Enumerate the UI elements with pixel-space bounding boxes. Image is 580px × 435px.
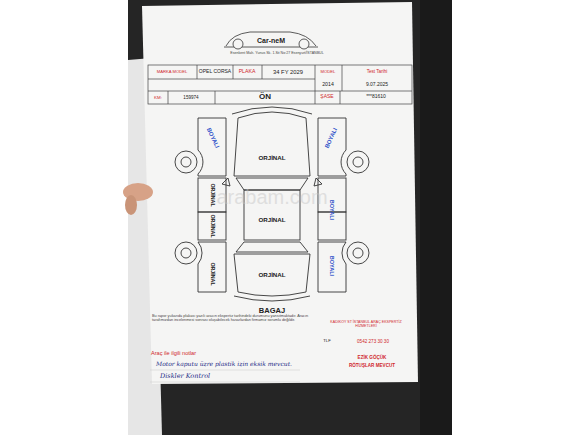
watermark: arabam.com [216,186,327,208]
field-value: 2014 [322,82,334,88]
part-status: ORJİNAL [209,183,215,206]
note-rules [150,370,300,382]
car-left-side [198,212,226,240]
info-table [148,79,315,80]
info-table [315,65,316,104]
field-value: 34 FY 2029 [273,69,303,75]
car-body-outline [234,296,310,301]
part-status: ORJİNAL [258,217,285,224]
info-table [148,65,412,104]
logo-emblem [224,32,318,49]
report-paper [142,2,418,384]
info-table [233,65,234,79]
car-body-outline [234,254,310,296]
hand [123,183,153,215]
note-rules [150,382,300,383]
section-heading: ÖN [259,93,271,102]
notes-heading: Araç ile ilgili notlar [151,350,196,356]
car-right-side [353,157,363,167]
disclaimer-text: Bu rapor yukarıda plakası yazılı aracın … [152,314,312,322]
car-left-side [175,242,197,264]
car-body-outline [236,242,308,252]
field-name: KM: [154,96,162,101]
car-left-side [181,248,191,258]
stamp-text: RÖTUŞLAR MEVCUT [349,363,395,368]
car-body-outline [234,112,310,176]
field-value: 9.07.2025 [366,82,388,88]
field-name: PLAKA [239,69,256,75]
part-status: BOYALI [329,256,335,276]
car-left-side [181,157,191,167]
car-right-side [347,242,369,264]
car-right-side [347,151,369,173]
photo-background [128,0,452,435]
part-status: BOYALI [329,200,335,220]
info-table [148,65,412,104]
info-table [262,65,263,79]
car-left-side [198,118,226,176]
info-table [197,65,198,79]
car-right-side [318,118,346,176]
field-value: ***81610 [366,94,386,100]
note-rules [150,370,300,371]
hand [125,195,137,215]
info-table [168,91,169,104]
report-paper [142,2,418,384]
field-name: Test Tarihi [367,69,388,74]
info-table [342,65,343,91]
field-name: MARKA MODEL [157,70,188,75]
field-name: MODEL [321,70,336,75]
stamp-text: KADIKÖY ST İSTANBUL ARAÇ EKSPERTİZ HİZME… [322,321,410,329]
photo-background [128,0,452,435]
logo-text: Car-neM [257,37,285,45]
part-status: ORJİNAL [209,214,215,237]
part-status: ORJİNAL [258,272,285,279]
car-body-outline [232,107,312,114]
car-left-side [198,242,226,292]
stamp-text: EZİK GÖÇÜK [358,355,387,360]
handwritten-note: Motor kaputu üzre plastik izin eksik mev… [156,361,292,368]
info-table [148,91,412,92]
field-name: ŞASE [320,94,333,100]
handwritten-note: Diskler Kontrol [160,373,210,380]
car-left-side [175,151,197,173]
logo-emblem [299,39,309,49]
stamp-phone: 0542 273 30 30 [357,339,389,344]
car-right-side [318,242,346,292]
part-status: ORJİNAL [209,262,215,285]
field-value: 159974 [183,95,198,100]
address-line: Esenkent Mah. Yunus Sk. 1.Sit No:27 Esen… [230,52,323,56]
logo-emblem [233,39,243,49]
part-status: ORJİNAL [258,155,285,162]
info-table [215,91,216,104]
field-value: OPEL CORSA [199,69,231,75]
car-right-side [353,248,363,258]
photo-background [420,0,452,435]
info-table [340,91,341,104]
field-name: TLF [323,339,330,344]
